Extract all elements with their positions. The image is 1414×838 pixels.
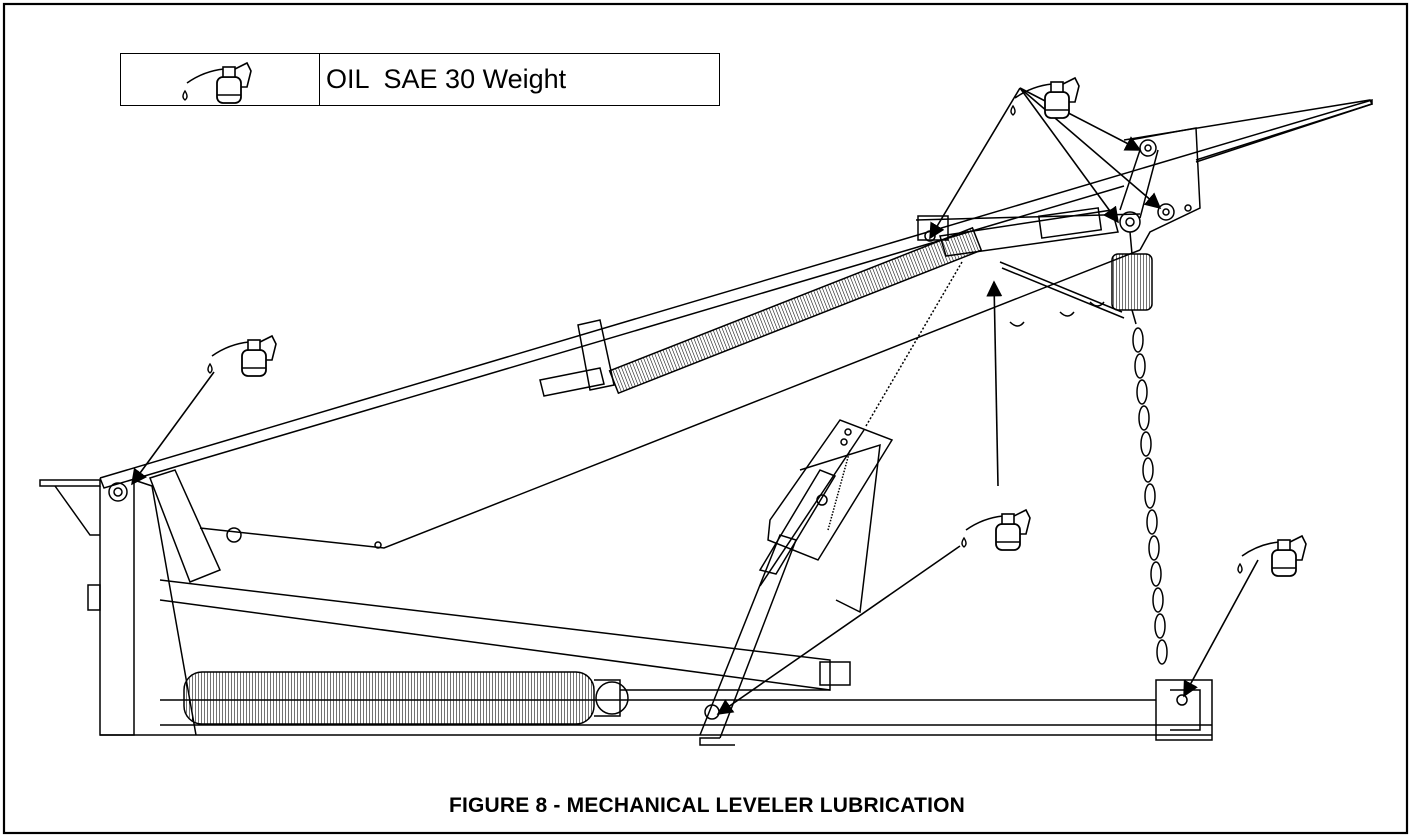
legend-icon-cell [121,54,320,105]
lubrication-arrows [131,87,1259,715]
oil-can-icon [961,509,1031,551]
chain-spring [1111,231,1153,325]
oil-can-icon [1010,77,1080,119]
oil-can-icon [1237,535,1307,577]
oil-can-icon [182,62,252,104]
legend-table: OIL SAE 30 Weight [120,53,720,106]
chain [1132,327,1168,665]
oil-can-icon [207,335,277,377]
leveler-drawing [39,98,1374,746]
figure-caption: FIGURE 8 - MECHANICAL LEVELER LUBRICATIO… [448,794,966,817]
legend-text: OIL SAE 30 Weight [326,64,567,94]
